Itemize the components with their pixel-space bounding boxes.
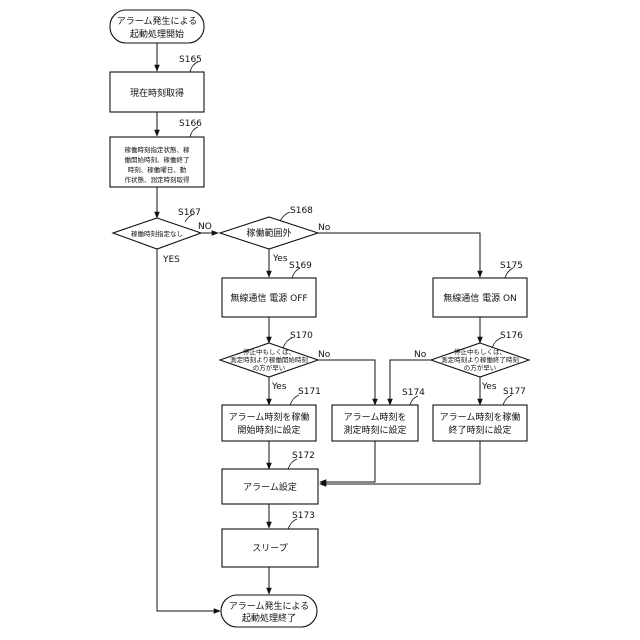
s167-no-label: NO	[198, 222, 212, 232]
process-s166-line3: 時刻、稼働曜日、動	[128, 165, 187, 174]
s176-yes-label: Yes	[481, 382, 497, 392]
decision-s176-line2: 測定時刻より稼働終了時刻	[441, 355, 519, 364]
process-s174-line1: アラーム時刻を	[344, 411, 407, 423]
process-s169-text: 無線通信 電源 OFF	[230, 292, 307, 304]
step-label-s167: S167	[178, 208, 201, 218]
decision-s176: 停止中もしくは、 測定時刻より稼働終了時刻 の方が早い S176 No Yes	[414, 331, 529, 392]
decision-s168-text: 稼働範囲外	[246, 227, 291, 239]
decision-s176-line3: の方が早い	[464, 363, 497, 372]
decision-s167: 稼働時刻指定なし S167 NO YES	[113, 208, 212, 265]
process-s174: アラーム時刻を 測定時刻に設定 S174	[332, 388, 425, 441]
flow-s170-no	[318, 360, 375, 405]
step-label-s165: S165	[179, 55, 202, 65]
s167-yes-label: YES	[162, 255, 180, 265]
process-s166-line1: 稼働時刻指定状態、稼	[125, 145, 191, 154]
step-label-s173: S173	[292, 511, 315, 521]
process-s165-text: 現在時刻取得	[130, 87, 184, 99]
decision-s170-line1: 停止中もしくは、	[243, 347, 295, 356]
process-s177-line1: アラーム時刻を稼働	[440, 411, 521, 423]
step-label-s168: S168	[290, 206, 313, 216]
flow-s168-no	[318, 233, 480, 277]
start-terminal: アラーム発生による 起動処理開始	[110, 10, 204, 43]
process-s175-text: 無線通信 電源 ON	[443, 292, 517, 304]
flow-s176-no	[390, 360, 431, 405]
step-label-s172: S172	[292, 451, 315, 461]
step-label-s170: S170	[290, 331, 313, 341]
s168-leader	[280, 212, 290, 221]
process-s173-text: スリープ	[252, 543, 287, 554]
process-s171-line2: 開始時刻に設定	[237, 424, 300, 436]
step-label-s171: S171	[298, 387, 321, 397]
process-s172: アラーム設定 S172	[222, 451, 318, 504]
step-label-s177: S177	[503, 387, 526, 397]
process-s177-line2: 終了時刻に設定	[448, 424, 511, 436]
end-label-line1: アラーム発生による	[229, 600, 309, 612]
decision-s170-line3: の方が早い	[253, 363, 286, 372]
step-label-s174: S174	[402, 388, 425, 398]
process-s174-line2: 測定時刻に設定	[343, 424, 406, 436]
s168-yes-label: Yes	[272, 254, 288, 264]
process-s173: スリープ S173	[222, 511, 318, 567]
step-label-s166: S166	[179, 119, 202, 129]
flow-s177-to-s172	[320, 441, 480, 484]
decision-s168: 稼働範囲外 S168 No Yes	[220, 206, 331, 264]
connectors	[157, 43, 480, 611]
start-label-line1: アラーム発生による	[117, 15, 197, 27]
step-label-s175: S175	[500, 261, 523, 271]
decision-s167-text: 稼働時刻指定なし	[131, 229, 183, 238]
s170-no-label: No	[318, 350, 331, 360]
s168-no-label: No	[318, 223, 331, 233]
flow-s167-yes	[157, 249, 220, 611]
process-s171-line1: アラーム時刻を稼働	[229, 411, 310, 423]
s170-yes-label: Yes	[271, 382, 287, 392]
decision-s176-line1: 停止中もしくは、	[454, 347, 506, 356]
process-s172-text: アラーム設定	[243, 481, 297, 493]
process-s171: アラーム時刻を稼働 開始時刻に設定 S171	[222, 387, 321, 441]
step-label-s169: S169	[289, 261, 312, 271]
decision-s170-line2: 測定時刻より稼働開始時刻	[230, 355, 308, 364]
s176-no-label: No	[414, 350, 427, 360]
end-label-line2: 起動処理終了	[242, 612, 296, 624]
step-label-s176: S176	[500, 331, 523, 341]
decision-s170: 停止中もしくは、 測定時刻より稼働開始時刻 の方が早い S170 No Yes	[220, 331, 331, 392]
process-s166-line2: 働開始時刻、稼働終了	[125, 155, 190, 164]
flow-s174-to-s172	[320, 441, 375, 482]
process-s166-line4: 作状態、測定時刻取得	[125, 175, 191, 184]
end-terminal: アラーム発生による 起動処理終了	[221, 595, 317, 627]
start-label-line2: 起動処理開始	[130, 28, 184, 40]
